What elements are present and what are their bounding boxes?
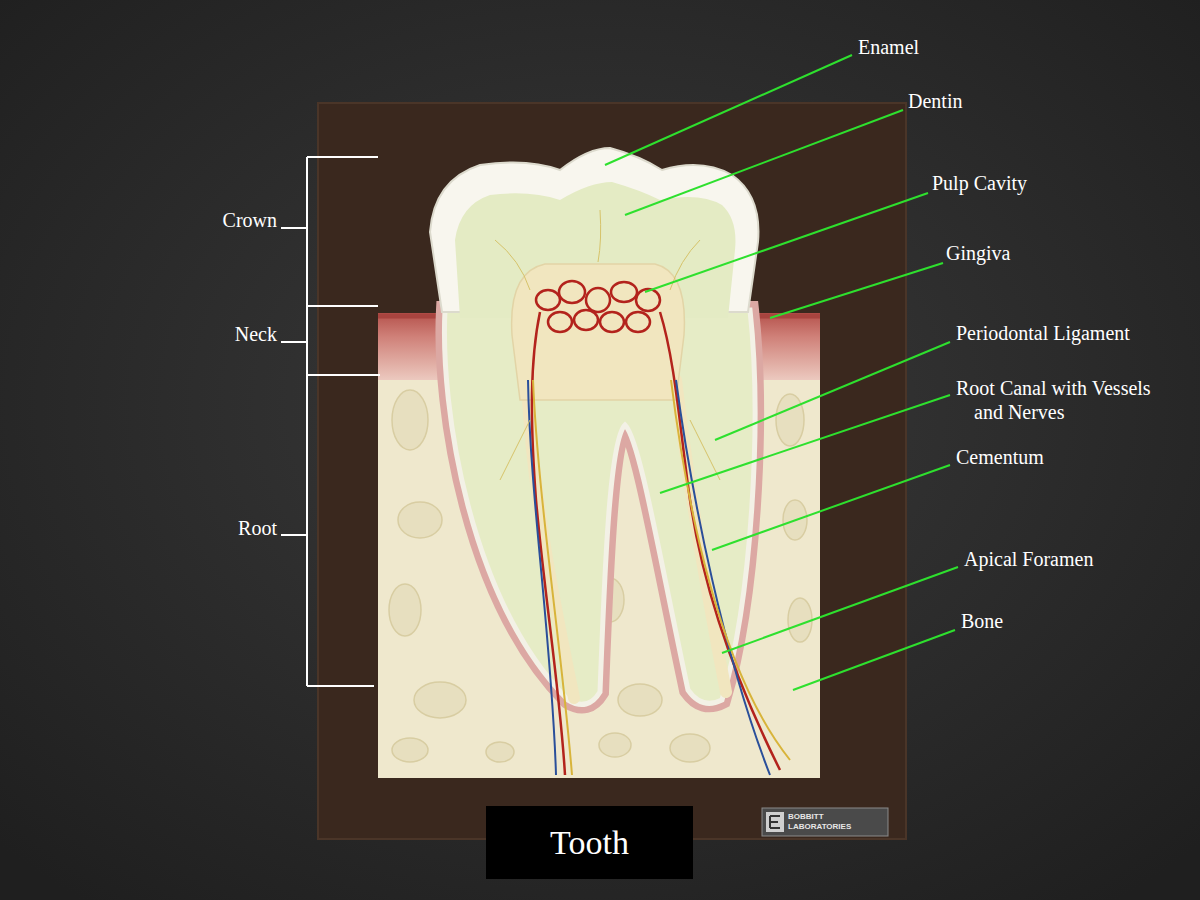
logo-text: BOBBITT LABORATORIES — [788, 812, 884, 832]
part-label: Neck — [235, 322, 277, 346]
callout-label: Periodontal Ligament — [956, 321, 1130, 345]
title-box: Tooth — [486, 806, 693, 879]
title-text: Tooth — [550, 823, 629, 863]
callout-label: Bone — [961, 609, 1003, 633]
part-label: Root — [238, 516, 277, 540]
callout-label: Cementum — [956, 445, 1044, 469]
callout-label: Gingiva — [946, 241, 1010, 265]
callout-label: Dentin — [908, 89, 962, 113]
callout-label: Apical Foramen — [964, 547, 1093, 571]
callout-label: Pulp Cavity — [932, 171, 1027, 195]
part-label: Crown — [223, 208, 277, 232]
callout-label: Root Canal with Vessels and Nerves — [956, 376, 1166, 424]
callout-label: Enamel — [858, 35, 919, 59]
